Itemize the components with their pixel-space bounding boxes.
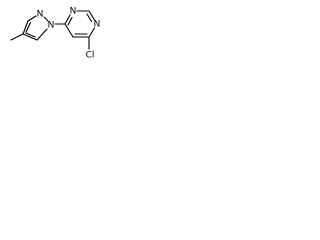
molecule-structure-diagram: N N N N Cl <box>10 7 101 61</box>
pyrimidine-bond-n1-c6 <box>88 27 96 38</box>
pyrazole-bond-c5-c4 <box>22 33 38 41</box>
pyrimidine-n-right-label: N <box>94 20 101 30</box>
pyrimidine-bond-c4-n3 <box>64 14 71 25</box>
pyrimidine-bond-c2-n1 <box>88 10 96 21</box>
pyrazole-n2-label: N <box>37 10 44 20</box>
pyrazole-bond-c4-c3 <box>22 20 29 35</box>
pyrimidine-bond-c2-n1-double <box>86 13 93 23</box>
chlorine-label: Cl <box>86 51 95 61</box>
pyrazole-bond-c3-n2 <box>27 15 37 22</box>
pyrazole-bond-n2-n1 <box>43 16 49 22</box>
pyrazole-bond-n1-c5 <box>36 28 48 41</box>
pyrazole-n1-label: N <box>48 21 55 31</box>
pyrazole-bond-c5-c4-double <box>25 32 36 38</box>
pyrimidine-bond-c5-c4 <box>64 23 74 38</box>
pyrimidine-bond-c4-n3-double <box>67 16 73 26</box>
pyrazole-bond-c4-c3-double <box>25 21 32 33</box>
methyl-bond <box>10 33 24 41</box>
pyrimidine-n-top-label: N <box>70 7 77 17</box>
